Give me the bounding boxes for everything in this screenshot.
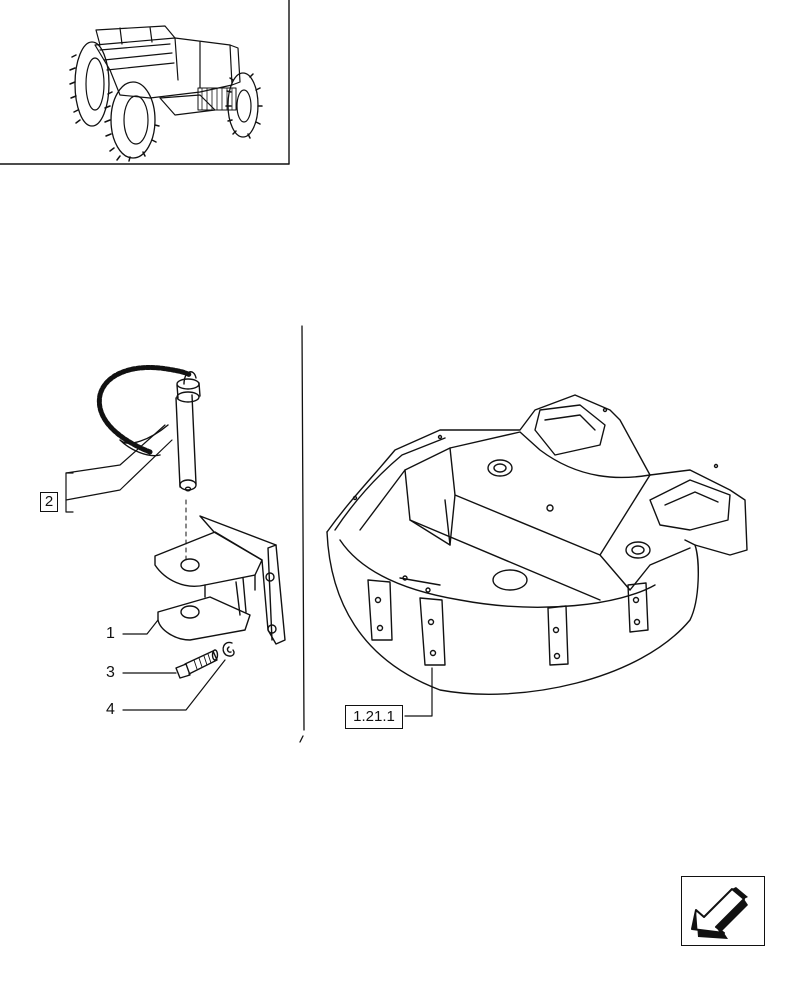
callout-1: 1: [106, 625, 115, 642]
callout-leader-ref: [404, 667, 433, 717]
callout-2-box: 2: [40, 492, 58, 512]
section-divider: [299, 325, 305, 743]
hitch-bracket-part: [154, 515, 286, 645]
callout-3: 3: [106, 664, 115, 681]
bolt-part: [175, 649, 219, 679]
previous-page-button[interactable]: [681, 876, 765, 946]
callout-leaders-left: [65, 424, 226, 711]
nut-part: [222, 641, 235, 657]
callout-4: 4: [106, 701, 115, 718]
previous-page-arrow-icon: [691, 887, 748, 939]
pin-with-chain-part: [96, 364, 201, 492]
thumbnail-frame: [0, 0, 290, 165]
ballast-support-part: [326, 394, 748, 695]
reference-1-21-1-box: 1.21.1: [345, 705, 403, 729]
tractor-thumbnail-icon: [69, 25, 263, 162]
